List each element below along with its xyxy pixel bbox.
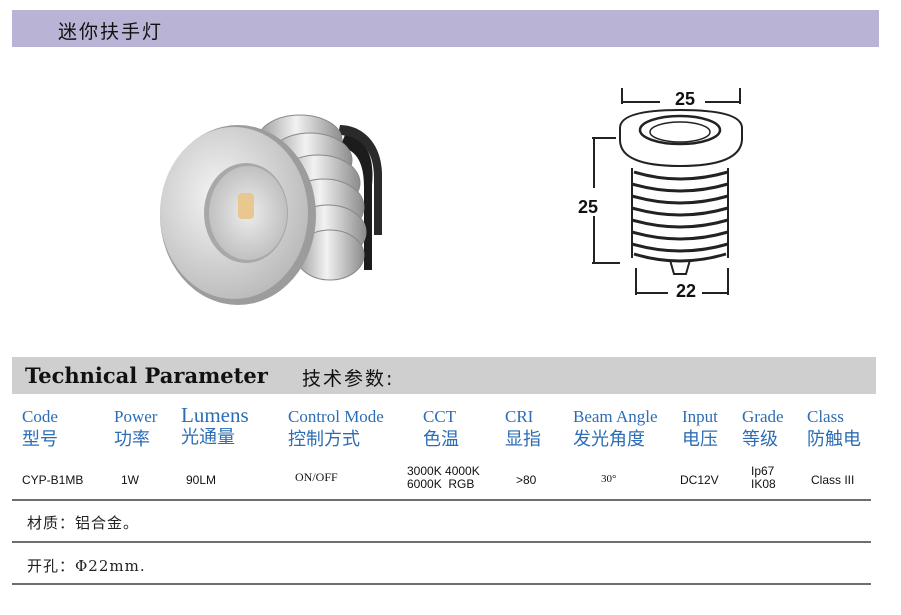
header-power: Power 功率 xyxy=(114,407,158,450)
dimension-top: 25 xyxy=(675,89,696,109)
cell-cri: >80 xyxy=(516,473,537,487)
title-bar: 迷你扶手灯 xyxy=(12,10,879,47)
cell-beam-angle: 30° xyxy=(601,473,617,485)
cell-input: DC12V xyxy=(680,473,719,487)
diagram-cap xyxy=(619,108,743,168)
page-title: 迷你扶手灯 xyxy=(58,21,164,43)
divider-2 xyxy=(12,541,871,543)
diagram-threads xyxy=(631,170,729,263)
cell-cct: 3000K 4000K 6000K RGB xyxy=(407,464,480,491)
header-grade: Grade 等级 xyxy=(742,407,784,450)
parameter-title-en: Technical Parameter xyxy=(25,363,268,388)
header-lumens: Lumens 光通量 xyxy=(181,403,249,449)
led-chip xyxy=(238,193,254,219)
header-input: Input 电压 xyxy=(682,407,718,450)
product-photo xyxy=(160,114,382,305)
divider-3 xyxy=(12,583,871,585)
cell-power: 1W xyxy=(121,473,139,487)
divider-1 xyxy=(12,499,871,501)
parameter-title-cn: 技术参数: xyxy=(302,368,395,390)
note-material: 材质：铝合金。 xyxy=(27,514,140,532)
header-cri: CRI 显指 xyxy=(505,407,541,450)
cell-control-mode: ON/OFF xyxy=(295,470,338,484)
header-control-mode: Control Mode 控制方式 xyxy=(288,407,384,450)
note-hole-size: 开孔：Φ22mm. xyxy=(27,557,146,575)
dimension-bottom: 22 xyxy=(676,281,697,301)
cell-class: Class III xyxy=(811,473,855,487)
header-code: Code 型号 xyxy=(22,407,58,450)
cell-lumens: 90LM xyxy=(186,473,217,487)
technical-parameter-bar: Technical Parameter 技术参数: xyxy=(12,357,876,394)
dimension-side: 25 xyxy=(578,197,599,217)
header-class: Class 防触电 xyxy=(807,407,861,450)
dimension-diagram xyxy=(592,88,743,295)
header-cct: CCT 色温 xyxy=(423,407,459,450)
cell-code: CYP-B1MB xyxy=(22,473,84,487)
header-beam-angle: Beam Angle 发光角度 xyxy=(573,407,658,450)
cell-grade: Ip67 IK08 xyxy=(751,464,776,491)
